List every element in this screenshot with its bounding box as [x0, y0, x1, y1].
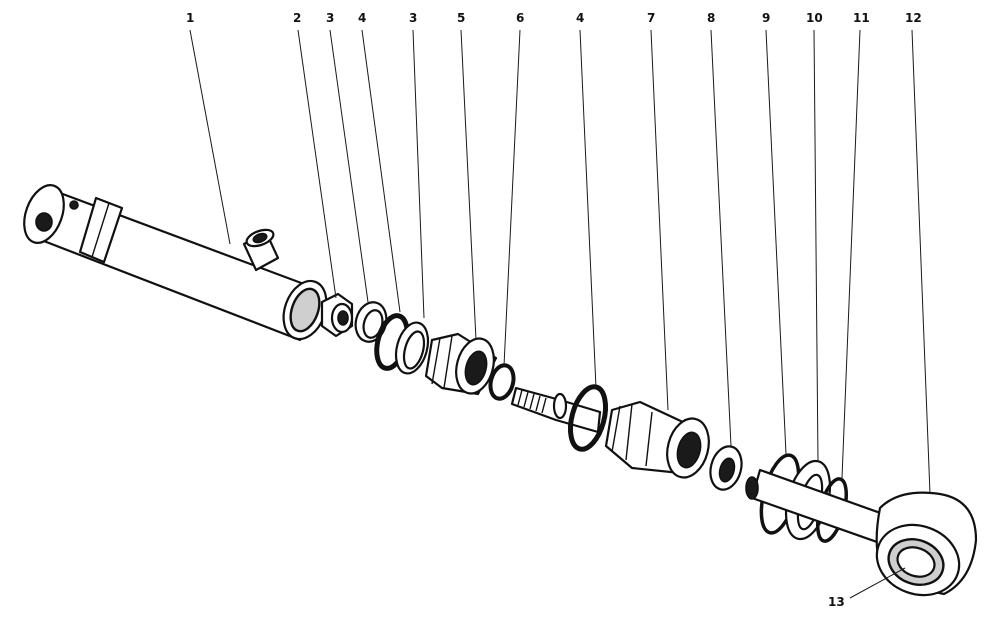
callout-4a: 4	[358, 11, 366, 25]
callout-7: 7	[647, 11, 655, 25]
leader-lines	[189, 29, 931, 599]
part-1-cylinder-barrel	[23, 184, 328, 342]
callout-10: 10	[806, 11, 823, 25]
callout-3a: 3	[326, 11, 334, 25]
leader-13	[849, 567, 906, 599]
callout-2: 2	[293, 11, 301, 25]
callout-8: 8	[707, 11, 715, 25]
part-2-nut	[320, 292, 354, 338]
part-6-seal-ring	[488, 363, 516, 401]
callout-9: 9	[762, 11, 770, 25]
callout-labels: 1 2 3 4 3 5 6 4 7 8 9 10 11 12 13	[186, 11, 922, 609]
leader-7	[650, 29, 669, 411]
callout-12: 12	[905, 11, 922, 25]
callout-3b: 3	[409, 11, 417, 25]
callout-13: 13	[828, 595, 845, 609]
callout-5: 5	[457, 11, 465, 25]
callout-6: 6	[516, 11, 524, 25]
leader-1	[189, 29, 231, 245]
leader-12	[911, 29, 931, 495]
part-12-rod-eye	[745, 468, 978, 597]
part-8-wiper	[709, 445, 743, 491]
leader-9	[765, 29, 787, 455]
part-7-gland	[604, 400, 710, 479]
part-5-piston	[424, 332, 498, 396]
leader-11	[841, 29, 861, 479]
leader-5	[460, 29, 477, 341]
leader-4b	[579, 29, 597, 389]
leader-4a	[361, 29, 401, 313]
callout-1: 1	[186, 11, 194, 25]
leader-2	[297, 29, 337, 299]
leader-3b	[412, 29, 425, 319]
piston-rod-threaded-end	[510, 386, 602, 434]
callout-11: 11	[853, 11, 870, 25]
leader-3a	[329, 29, 369, 303]
leader-6	[503, 29, 521, 367]
leader-8	[710, 29, 732, 447]
part-3-ring-b	[394, 321, 430, 375]
callout-4b: 4	[576, 11, 584, 25]
leader-10	[813, 29, 819, 463]
